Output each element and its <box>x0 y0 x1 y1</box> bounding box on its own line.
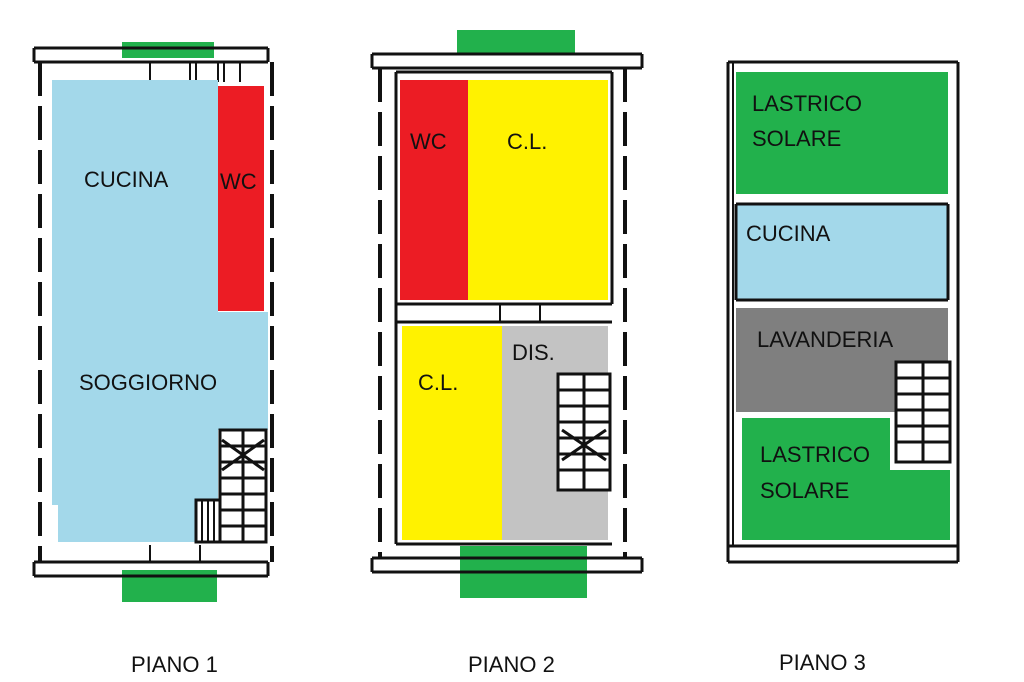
floor-plan-piano-1: CUCINA WC SOGGIORNO <box>32 42 274 602</box>
room-camera-2 <box>402 326 502 540</box>
room-label-cl-1: C.L. <box>507 129 547 154</box>
room-camera-1 <box>468 80 608 300</box>
room-label-cucina: CUCINA <box>84 167 169 192</box>
room-label-lastrico-2-line1: LASTRICO <box>760 442 870 467</box>
room-wc <box>218 86 264 311</box>
room-label-cucina: CUCINA <box>746 221 831 246</box>
walls <box>370 52 644 574</box>
room-lastrico-solare-1 <box>736 72 948 194</box>
room-label-dis: DIS. <box>512 340 555 365</box>
walls <box>726 60 960 564</box>
floor-label-piano-3: PIANO 3 <box>779 650 866 675</box>
room-label-lastrico-1-line1: LASTRICO <box>752 91 862 116</box>
room-label-lastrico-2-line2: SOLARE <box>760 478 849 503</box>
stairs <box>194 428 268 544</box>
room-label-wc: WC <box>410 129 447 154</box>
room-label-soggiorno: SOGGIORNO <box>79 370 217 395</box>
room-cucina-soggiorno <box>52 80 268 542</box>
floor-plan-piano-3: LASTRICO SOLARE CUCINA LAVANDERIA LASTRI… <box>726 60 960 564</box>
room-lastrico-solare-2 <box>742 418 950 540</box>
stairs <box>894 360 952 464</box>
room-label-cl-2: C.L. <box>418 370 458 395</box>
balcony-top <box>457 30 575 54</box>
floor-plan-piano-2: WC C.L. C.L. DIS. <box>370 30 644 598</box>
stairs <box>556 372 612 492</box>
walls <box>32 46 274 578</box>
floor-label-piano-2: PIANO 2 <box>468 652 555 677</box>
room-label-wc: WC <box>220 169 257 194</box>
floor-label-piano-1: PIANO 1 <box>131 652 218 677</box>
room-cucina <box>736 204 948 300</box>
room-wc <box>400 80 468 300</box>
room-label-lavanderia: LAVANDERIA <box>757 327 893 352</box>
room-label-lastrico-1-line2: SOLARE <box>752 126 841 151</box>
balcony-top <box>122 42 214 58</box>
